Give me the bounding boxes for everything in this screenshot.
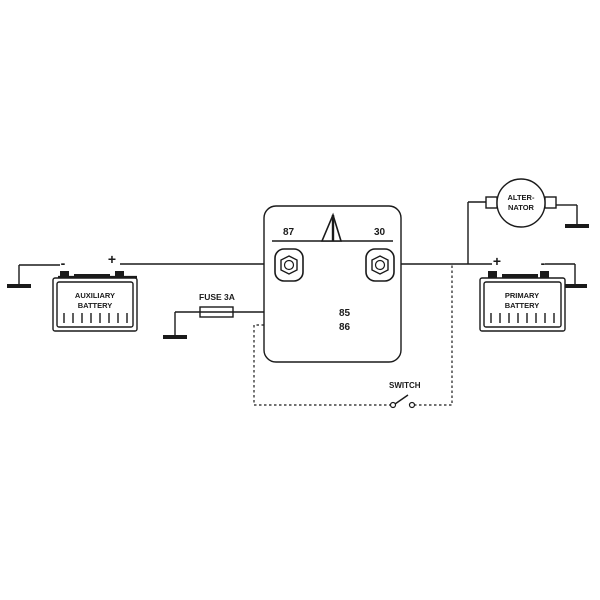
primary-plus-sign: +: [493, 253, 501, 269]
stud-30-icon: [365, 248, 395, 282]
primary-cells: [490, 313, 555, 323]
relay-body: [263, 205, 402, 363]
switch: SWITCH: [389, 381, 421, 409]
alternator-left-terminal: [485, 196, 498, 209]
alternator-label-1: ALTER-: [508, 193, 535, 202]
fuse-label: FUSE 3A: [199, 292, 235, 302]
alternator-label-2: NATOR: [508, 203, 535, 212]
primary-positive-post: [488, 271, 497, 278]
switch-loop: [253, 264, 453, 406]
primary-negative-post: [540, 271, 549, 278]
primary-minus-sign: -: [541, 255, 546, 271]
terminal-87-label: 87: [283, 227, 295, 238]
alternator: ALTER- NATOR: [485, 178, 565, 228]
aux-plus-sign: +: [108, 251, 116, 267]
primary-battery-label-2: BATTERY: [505, 301, 540, 310]
relay: 87 30 85 86: [263, 205, 402, 363]
aux-battery-label-2: BATTERY: [78, 301, 113, 310]
primary-battery-label-1: PRIMARY: [505, 291, 539, 300]
aux-negative-post: [60, 271, 69, 278]
ground-symbol-alternator: [565, 204, 589, 228]
switch-lever-icon: [394, 394, 409, 405]
aux-cells: [63, 313, 128, 323]
ground-symbol-aux: [7, 264, 60, 288]
aux-battery-label-1: AUXILIARY: [75, 291, 115, 300]
terminal-30-label: 30: [374, 227, 386, 238]
fuse: FUSE 3A: [199, 292, 235, 318]
contact-icon: [320, 212, 343, 242]
alternator-icon: [496, 178, 546, 228]
aux-battery: - + AUXILIARY BATTERY: [52, 251, 138, 332]
switch-label: SWITCH: [389, 381, 421, 390]
primary-battery: + - PRIMARY BATTERY: [479, 253, 566, 332]
aux-positive-post: [115, 271, 124, 278]
aux-minus-sign: -: [61, 255, 66, 271]
stud-87-icon: [274, 248, 304, 282]
ground-symbol-fuse: [163, 311, 200, 339]
alternator-right-terminal: [544, 196, 557, 209]
terminal-86-label: 86: [339, 322, 351, 333]
ground-symbol-primary: [545, 263, 587, 288]
terminal-85-label: 85: [339, 308, 351, 319]
